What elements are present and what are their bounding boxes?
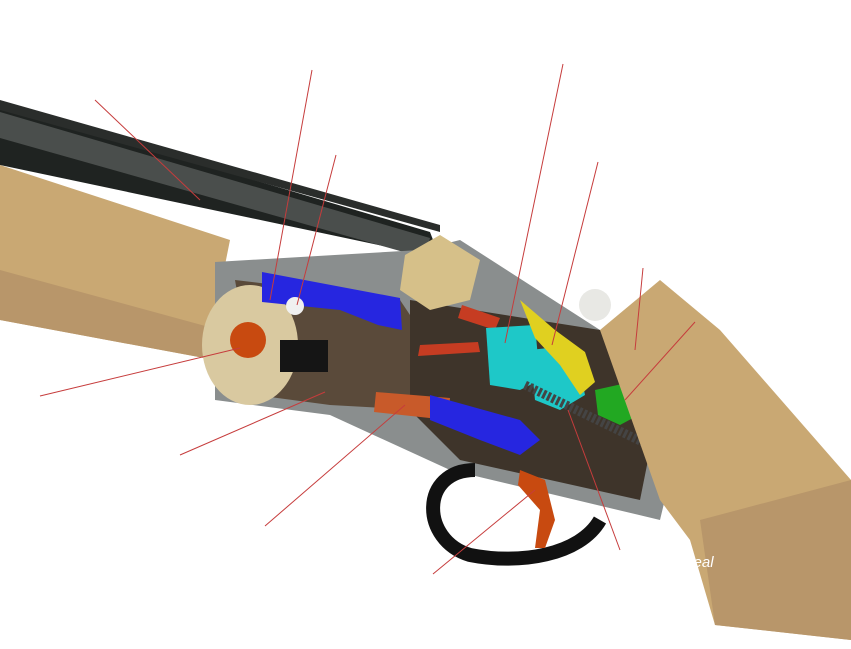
trigger <box>518 470 555 548</box>
butt-stock-shade <box>700 480 851 640</box>
leader-line <box>432 489 536 575</box>
ejector-block <box>280 340 328 372</box>
leader-line <box>634 267 644 351</box>
bolt-pin <box>286 297 304 315</box>
leader-lines <box>39 63 696 575</box>
upper-barrel <box>0 112 430 258</box>
locking-bolt <box>262 272 402 330</box>
leader-line <box>269 69 313 301</box>
leader-line <box>296 154 337 306</box>
firing-pin-lower <box>418 342 480 356</box>
barrel-rib <box>0 100 440 232</box>
fore-end-shade <box>0 270 220 360</box>
top-lever <box>400 235 480 310</box>
hammer-upper <box>486 325 540 390</box>
leader-line <box>551 161 599 346</box>
trigger-guard <box>426 463 607 566</box>
leader-line <box>264 404 406 527</box>
top-lever-knob <box>579 289 611 321</box>
trigger-plate <box>430 395 540 455</box>
leader-line <box>504 63 564 344</box>
hinge-pin <box>230 322 266 358</box>
leader-line <box>179 391 326 456</box>
leader-line <box>94 99 201 201</box>
leader-line <box>624 321 696 401</box>
leader-line <box>39 347 241 397</box>
caption-text: e real <box>676 554 714 571</box>
sear-lever <box>520 300 595 395</box>
firing-pin-upper <box>458 305 500 330</box>
leader-line <box>567 409 621 551</box>
